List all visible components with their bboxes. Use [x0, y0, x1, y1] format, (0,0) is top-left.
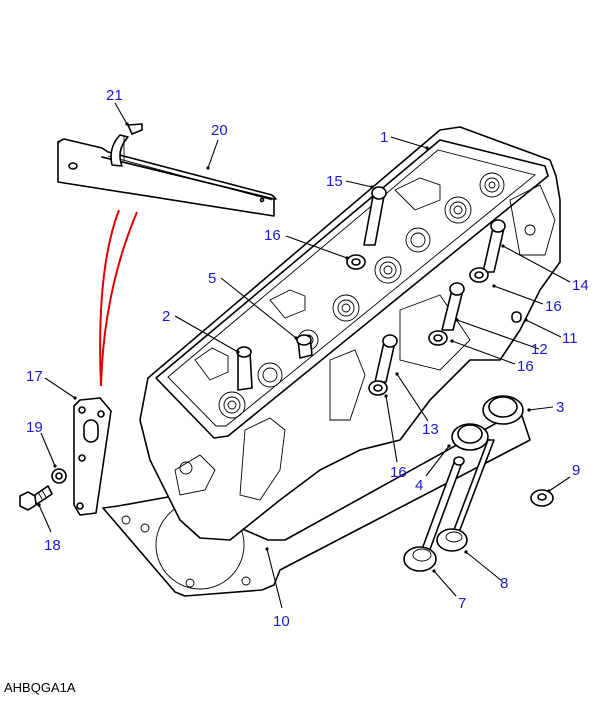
callout-15[interactable]: 15	[326, 173, 343, 190]
callout-4[interactable]: 4	[415, 477, 423, 494]
bolt-part-15[interactable]	[363, 186, 387, 246]
valve-seat-insert-small-part[interactable]	[451, 423, 489, 451]
stud-part[interactable]	[296, 334, 313, 359]
bolt-part-18[interactable]	[19, 485, 53, 511]
callout-7[interactable]: 7	[458, 595, 466, 612]
callout-16d[interactable]: 16	[390, 464, 407, 481]
callout-16b[interactable]: 16	[545, 298, 562, 315]
callout-5[interactable]: 5	[208, 270, 216, 287]
callout-16a[interactable]: 16	[264, 227, 281, 244]
callout-9[interactable]: 9	[572, 462, 580, 479]
callout-16c[interactable]: 16	[517, 358, 534, 375]
washer-part-9[interactable]	[530, 489, 554, 507]
callout-13[interactable]: 13	[422, 421, 439, 438]
bracket-part[interactable]	[57, 138, 277, 217]
washer-part-16c[interactable]	[428, 330, 448, 346]
callout-14[interactable]: 14	[572, 277, 589, 294]
red-indicator-lines	[99, 209, 138, 387]
bolt-part-12[interactable]	[441, 282, 465, 331]
bolt-part-14[interactable]	[482, 219, 506, 273]
callout-8[interactable]: 8	[500, 575, 508, 592]
washer-part-16d[interactable]	[368, 380, 388, 396]
clip-part[interactable]	[110, 123, 143, 167]
valve-seat-insert-large-part[interactable]	[482, 395, 524, 425]
dowel-part[interactable]	[511, 311, 522, 323]
cylinder-head-part[interactable]	[139, 126, 561, 541]
lifting-bracket-part[interactable]	[73, 397, 112, 516]
reference-code: AHBQGA1A	[4, 680, 76, 695]
inlet-valve-part[interactable]	[403, 456, 465, 572]
spring-washer-part[interactable]	[51, 468, 67, 484]
bolt-part-13[interactable]	[374, 334, 398, 383]
callout-19[interactable]: 19	[26, 419, 43, 436]
callout-1[interactable]: 1	[380, 129, 388, 146]
callout-12[interactable]: 12	[531, 341, 548, 358]
leader-lines	[37, 102, 571, 609]
callout-3[interactable]: 3	[556, 399, 564, 416]
exhaust-valve-part[interactable]	[436, 439, 495, 552]
valve-guide-part[interactable]	[236, 346, 253, 391]
callout-20[interactable]: 20	[211, 122, 228, 139]
callout-10[interactable]: 10	[273, 613, 290, 630]
callout-21[interactable]: 21	[106, 87, 123, 104]
callout-11[interactable]: 11	[562, 330, 578, 347]
callout-labels: 21 20 1 15 16 5 2 14 16 11 12 16 13 16 3…	[26, 87, 589, 630]
washer-part-16b[interactable]	[469, 267, 489, 283]
washer-part-16a[interactable]	[346, 254, 366, 270]
callout-2[interactable]: 2	[162, 308, 170, 325]
callout-18[interactable]: 18	[44, 537, 61, 554]
callout-17[interactable]: 17	[26, 368, 43, 385]
